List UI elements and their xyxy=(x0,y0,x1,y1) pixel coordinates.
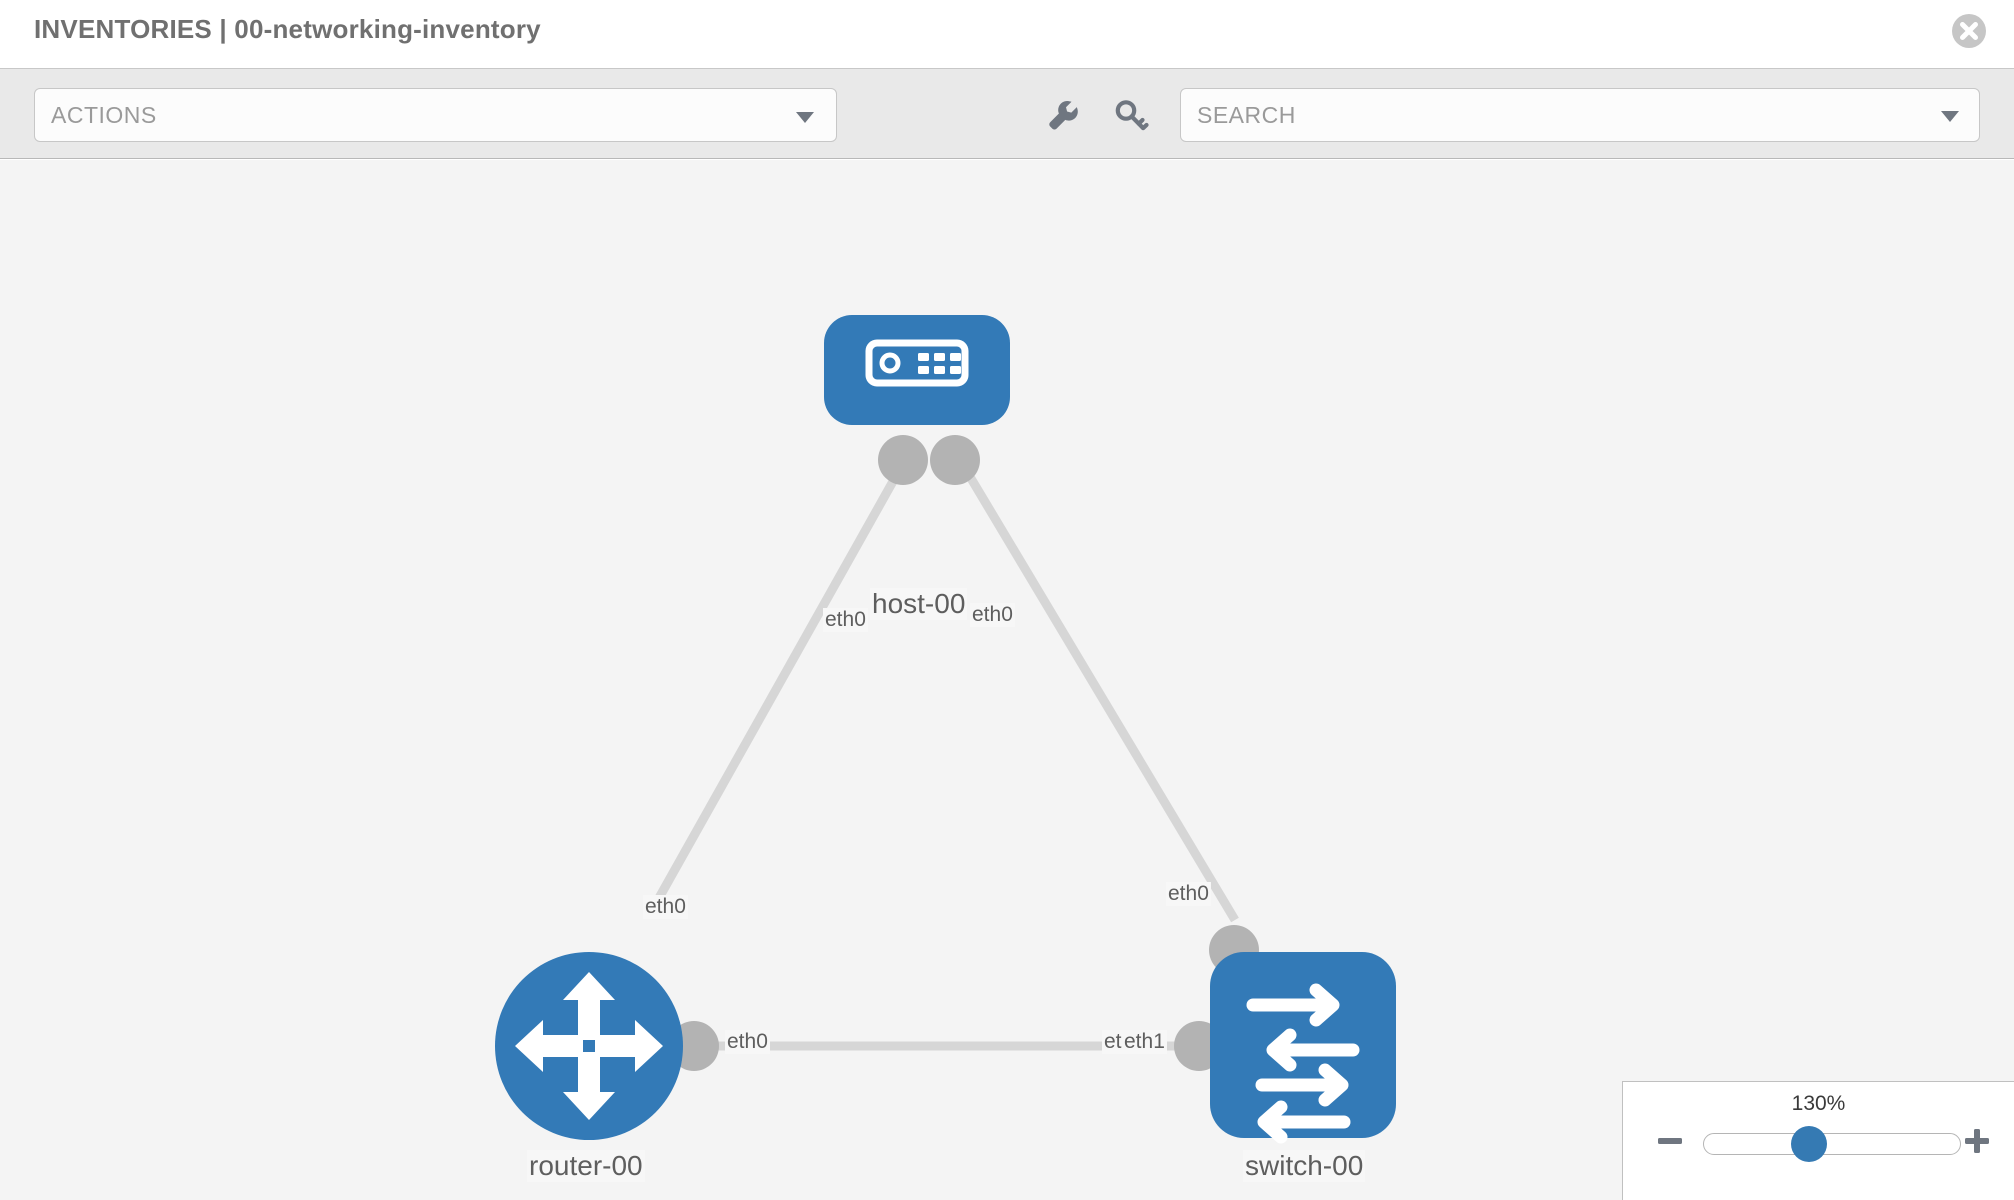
iface-label-router-up: eth0 xyxy=(643,895,688,919)
plus-icon[interactable] xyxy=(1962,1126,1992,1156)
iface-label-switch-left-b: eth1 xyxy=(1122,1030,1167,1054)
search-input[interactable] xyxy=(1195,89,1915,141)
node-host-00[interactable] xyxy=(824,315,1010,425)
close-icon[interactable] xyxy=(1950,12,1988,50)
node-router-00[interactable] xyxy=(495,952,683,1140)
link-host-switch xyxy=(956,457,1239,923)
port-host-right xyxy=(930,435,980,485)
node-label-switch-00: switch-00 xyxy=(1243,1150,1366,1182)
search-field[interactable] xyxy=(1180,88,1980,142)
link-host-router xyxy=(651,457,909,908)
iface-label-host-left: eth0 xyxy=(823,608,868,632)
zoom-slider[interactable] xyxy=(1703,1133,1961,1155)
port-host-left xyxy=(878,435,928,485)
chevron-down-icon xyxy=(796,112,814,123)
zoom-control: 130% xyxy=(1622,1081,2014,1200)
iface-label-switch-up: eth0 xyxy=(1166,882,1211,906)
zoom-level-value: 130% xyxy=(1791,1092,1846,1115)
topology-links xyxy=(651,457,1239,1051)
actions-dropdown-label: ACTIONS xyxy=(51,102,157,128)
iface-label-host-right: eth0 xyxy=(970,603,1015,627)
iface-label-router-right: eth0 xyxy=(725,1030,770,1054)
page-title: INVENTORIES | 00-networking-inventory xyxy=(34,14,541,44)
node-label-router-00: router-00 xyxy=(527,1150,645,1182)
page-header: INVENTORIES | 00-networking-inventory xyxy=(0,0,2014,69)
topology-graph xyxy=(495,315,1396,1144)
topology-ports xyxy=(669,435,1259,1071)
node-label-host-00: host-00 xyxy=(870,588,968,620)
minus-icon[interactable] xyxy=(1655,1126,1685,1156)
node-switch-00[interactable] xyxy=(1210,952,1396,1144)
topology-canvas[interactable]: eth0 eth0 host-00 eth0 eth0 eth0 eth eth… xyxy=(0,160,2014,1200)
zoom-slider-thumb[interactable] xyxy=(1791,1126,1827,1162)
toolbar: ACTIONS xyxy=(0,69,2014,159)
chevron-down-icon[interactable] xyxy=(1941,111,1959,122)
actions-dropdown[interactable]: ACTIONS xyxy=(34,88,837,142)
key-icon[interactable] xyxy=(1110,95,1152,137)
wrench-icon[interactable] xyxy=(1042,95,1084,137)
